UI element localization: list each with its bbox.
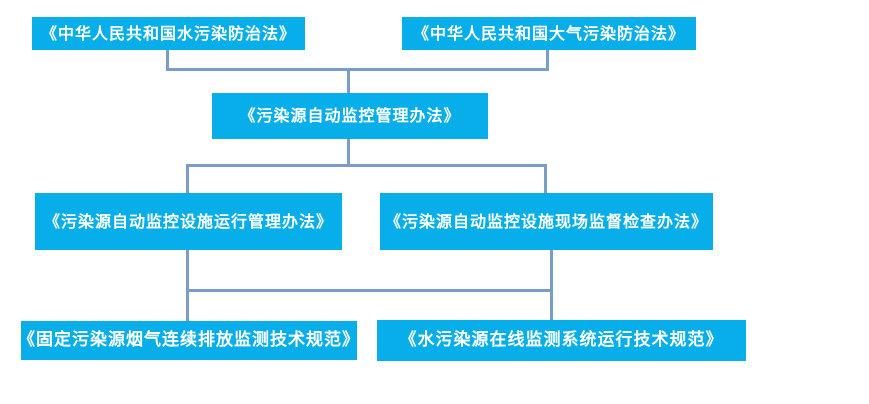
connector-airlaw-drop bbox=[546, 50, 549, 71]
connector-auto-monitoring-drop bbox=[347, 139, 350, 167]
node-onsite-inspection-measures: 《污染源自动监控设施现场监督检查办法》 bbox=[380, 193, 713, 250]
connector-top-bus-to-auto-monitoring bbox=[347, 68, 350, 93]
connector-top-bus bbox=[166, 68, 549, 71]
node-auto-monitoring-measures-label: 《污染源自动监控管理办法》 bbox=[239, 106, 461, 126]
node-water-online-monitoring-spec: 《水污染源在线监测系统运行技术规范》 bbox=[377, 320, 746, 361]
node-facility-operation-measures: 《污染源自动监控设施运行管理办法》 bbox=[35, 193, 342, 250]
connector-middle-bus-to-onsite-inspection bbox=[544, 164, 547, 193]
node-air-pollution-law: 《中华人民共和国大气污染防治法》 bbox=[402, 17, 696, 50]
connector-middle-bus bbox=[186, 164, 547, 167]
node-water-pollution-law: 《中华人民共和国水污染防治法》 bbox=[32, 17, 305, 50]
connector-middle-bus-to-facility-operation bbox=[186, 164, 189, 193]
node-flue-gas-cems-spec: 《固定污染源烟气连续排放监测技术规范》 bbox=[18, 321, 360, 360]
connector-facility-operation-to-flue-gas-spec bbox=[186, 250, 189, 321]
node-water-pollution-law-label: 《中华人民共和国水污染防治法》 bbox=[40, 23, 296, 43]
node-auto-monitoring-measures: 《污染源自动监控管理办法》 bbox=[212, 93, 488, 139]
node-air-pollution-law-label: 《中华人民共和国大气污染防治法》 bbox=[412, 23, 685, 43]
connector-onsite-inspection-to-water-online-spec bbox=[550, 250, 553, 320]
connector-bottom-bus bbox=[186, 289, 553, 292]
connector-waterlaw-drop bbox=[166, 50, 169, 71]
node-flue-gas-cems-spec-label: 《固定污染源烟气连续排放监测技术规范》 bbox=[18, 330, 360, 351]
node-facility-operation-measures-label: 《污染源自动监控设施运行管理办法》 bbox=[43, 211, 333, 231]
node-onsite-inspection-measures-label: 《污染源自动监控设施现场监督检查办法》 bbox=[384, 211, 708, 231]
node-water-online-monitoring-spec-label: 《水污染源在线监测系统运行技术规范》 bbox=[399, 330, 724, 351]
